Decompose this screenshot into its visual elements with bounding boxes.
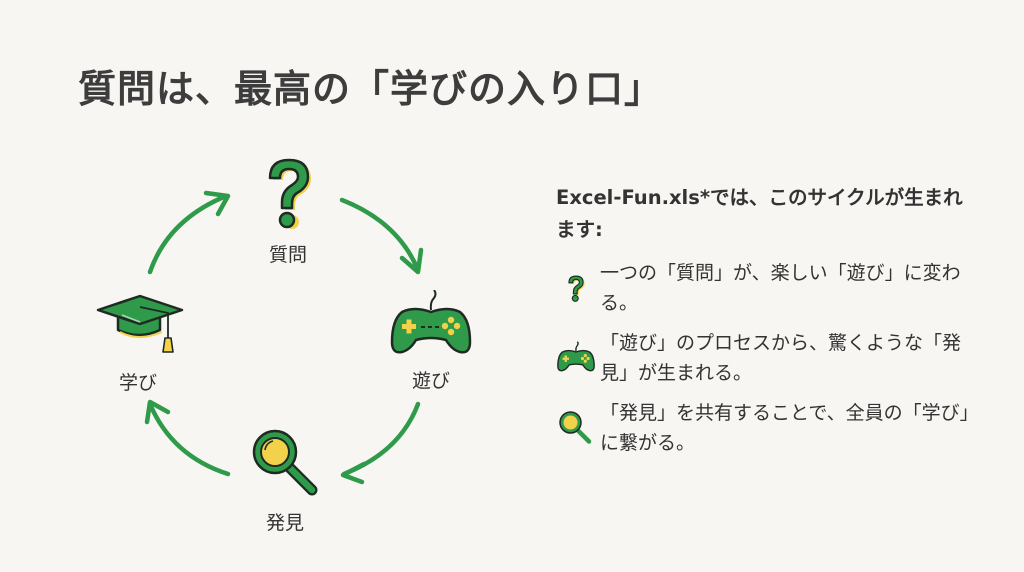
cycle-diagram: 質問 遊び 発見 学び <box>96 158 472 534</box>
node-label-play: 遊び <box>411 370 451 392</box>
explanation-intro: Excel-Fun.xls*では、このサイクルが生まれます: <box>556 186 963 241</box>
node-label-discovery: 発見 <box>265 512 305 534</box>
explanation-item: 「遊び」のプロセスから、驚くような「発見」が生まれる。 <box>556 328 976 388</box>
magnifying-glass-icon <box>252 429 318 496</box>
explanation-item-text: 「遊び」のプロセスから、驚くような「発見」が生まれる。 <box>600 332 962 384</box>
explanation-panel: Excel-Fun.xls*では、このサイクルが生まれます: 一つの「質問」が、… <box>556 182 976 468</box>
explanation-item-text: 「発見」を共有することで、全員の「学び」に繋がる。 <box>600 402 970 454</box>
question-mark-icon <box>268 158 311 229</box>
game-controller-icon <box>557 341 595 372</box>
question-mark-icon <box>568 275 585 302</box>
graduation-cap-icon <box>96 294 184 353</box>
arrow-discovery-to-learning <box>144 399 231 477</box>
cycle-arrows <box>144 190 424 485</box>
node-label-learning: 学び <box>118 372 158 394</box>
magnifying-glass-icon <box>559 411 592 444</box>
explanation-item: 一つの「質問」が、楽しい「遊び」に変わる。 <box>556 258 976 318</box>
arrow-play-to-discovery <box>340 401 421 485</box>
page-title: 質問は、最高の「学びの入り口」 <box>78 67 664 111</box>
node-label-question: 質問 <box>268 244 308 266</box>
explanation-item: 「発見」を共有することで、全員の「学び」に繋がる。 <box>556 398 976 458</box>
explanation-item-text: 一つの「質問」が、楽しい「遊び」に変わる。 <box>600 262 961 314</box>
arrow-question-to-play <box>339 197 424 275</box>
game-controller-icon <box>390 290 472 354</box>
arrow-learning-to-question <box>147 190 231 275</box>
